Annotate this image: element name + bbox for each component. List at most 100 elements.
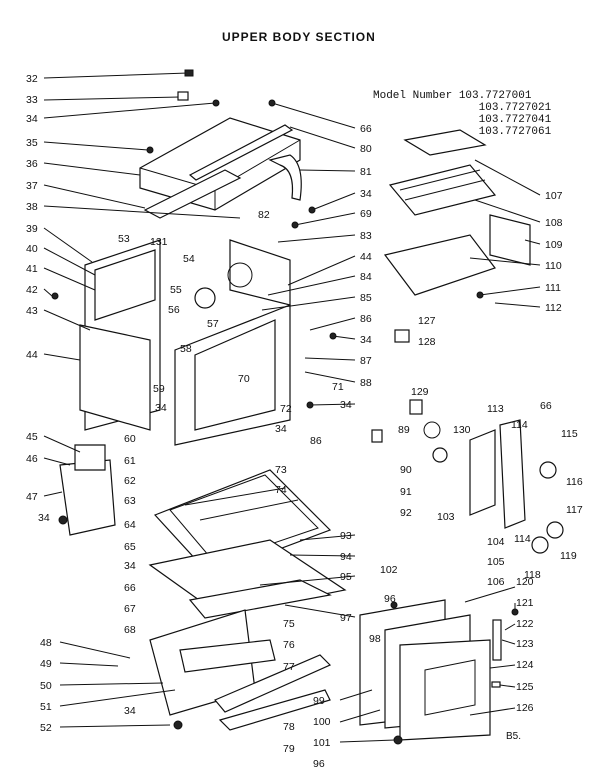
callout-number: 105 <box>487 556 505 568</box>
callout-number: 50 <box>40 680 52 692</box>
callout-number: 43 <box>26 305 38 317</box>
callout-number: 82 <box>258 209 270 221</box>
callout-number: 97 <box>340 612 352 624</box>
broiler-drawer <box>149 609 332 731</box>
callout-number: 37 <box>26 180 38 192</box>
callout-number: 104 <box>487 536 505 548</box>
callout-number: 131 <box>150 236 168 248</box>
callout-number: 66 <box>360 123 372 135</box>
callout-number: 76 <box>283 639 295 651</box>
small-fasteners <box>51 69 519 745</box>
callout-number: 64 <box>124 519 136 531</box>
callout-number: 53 <box>118 233 130 245</box>
callout-number: 103 <box>437 511 455 523</box>
callout-number: 86 <box>360 313 372 325</box>
callout-number: 48 <box>40 637 52 649</box>
callout-number: 114 <box>511 419 528 431</box>
callout-number: 114 <box>514 533 531 545</box>
oven-body-frame <box>79 239 291 446</box>
callout-number: 35 <box>26 137 38 149</box>
callout-number: 60 <box>124 433 136 445</box>
callout-number: 36 <box>26 158 38 170</box>
callout-number: 99 <box>313 695 325 707</box>
callout-number: 77 <box>283 661 295 673</box>
callout-number: 80 <box>360 143 372 155</box>
callout-number: 84 <box>360 271 372 283</box>
callout-number: 117 <box>566 504 583 516</box>
callout-number: 100 <box>313 716 331 728</box>
callout-number: 110 <box>545 260 562 272</box>
callout-number: 38 <box>26 201 38 213</box>
callout-number: 94 <box>340 551 352 563</box>
callout-number: 107 <box>545 190 563 202</box>
callout-number: 78 <box>283 721 295 733</box>
callout-number: 119 <box>560 550 577 562</box>
callout-number: 41 <box>26 263 38 275</box>
callout-number: 70 <box>238 373 250 385</box>
top-cover-panel <box>139 117 301 211</box>
callout-number: 66 <box>124 582 136 594</box>
callout-number: 55 <box>170 284 182 296</box>
callout-number: 34 <box>124 705 136 717</box>
control-panel <box>371 329 564 554</box>
model-number: 103.7727041 <box>478 114 552 126</box>
vent-trim <box>143 154 302 219</box>
callout-number: 34 <box>360 188 372 200</box>
callout-number: 88 <box>360 377 372 389</box>
callout-number: 42 <box>26 284 38 296</box>
model-number: 103.7727001 <box>458 90 532 102</box>
callout-number: 130 <box>453 424 471 436</box>
callout-number: 74 <box>275 484 287 496</box>
callout-number: 63 <box>124 495 136 507</box>
callout-number: 81 <box>360 166 372 178</box>
callout-number: 49 <box>40 658 52 670</box>
callout-number: 128 <box>418 336 436 348</box>
leader-lines <box>43 72 541 743</box>
callout-number: 58 <box>180 343 192 355</box>
callout-number: 108 <box>545 217 563 229</box>
callout-number: 101 <box>313 737 331 749</box>
broiler-section <box>59 444 347 619</box>
callout-number: 98 <box>369 633 381 645</box>
callout-number: 87 <box>360 355 372 367</box>
callout-number: 59 <box>153 383 165 395</box>
callout-number: 121 <box>516 597 534 609</box>
callout-number: 34 <box>155 402 167 414</box>
callout-number: 51 <box>40 701 52 713</box>
callout-number: 129 <box>411 386 429 398</box>
callout-number: 34 <box>360 334 372 346</box>
callout-number: 127 <box>418 315 436 327</box>
diagram-title: UPPER BODY SECTION <box>222 30 376 44</box>
callout-number: 123 <box>516 638 534 650</box>
callout-number: 124 <box>516 659 534 671</box>
callout-number: 72 <box>280 403 292 415</box>
callout-number: 96 <box>313 758 325 768</box>
callout-number: 126 <box>516 702 534 714</box>
callout-number: 112 <box>545 302 562 314</box>
callout-number: 86 <box>310 435 322 447</box>
callout-number: 39 <box>26 223 38 235</box>
callout-number: 44 <box>360 251 372 263</box>
callout-number: 83 <box>360 230 372 242</box>
callout-number: 34 <box>26 113 38 125</box>
callout-number: 116 <box>566 476 583 488</box>
callout-number: 66 <box>540 400 552 412</box>
page-mark: B5. <box>506 731 522 742</box>
callout-number: 79 <box>283 743 295 755</box>
callout-number: 125 <box>516 681 534 693</box>
oven-racks <box>383 129 531 296</box>
callout-number: 34 <box>340 399 352 411</box>
callout-number: 54 <box>183 253 195 265</box>
model-number-block: Model Number 103.7727001 103.7727021 103… <box>373 90 551 138</box>
callout-number: 109 <box>545 239 563 251</box>
callout-number: 122 <box>516 618 534 630</box>
callout-number: 34 <box>38 512 50 524</box>
model-caption: Model Number <box>373 90 453 102</box>
callout-number: 45 <box>26 431 38 443</box>
callout-number: 96 <box>384 593 396 605</box>
callout-number: 61 <box>124 455 136 467</box>
callout-number: 85 <box>360 292 372 304</box>
